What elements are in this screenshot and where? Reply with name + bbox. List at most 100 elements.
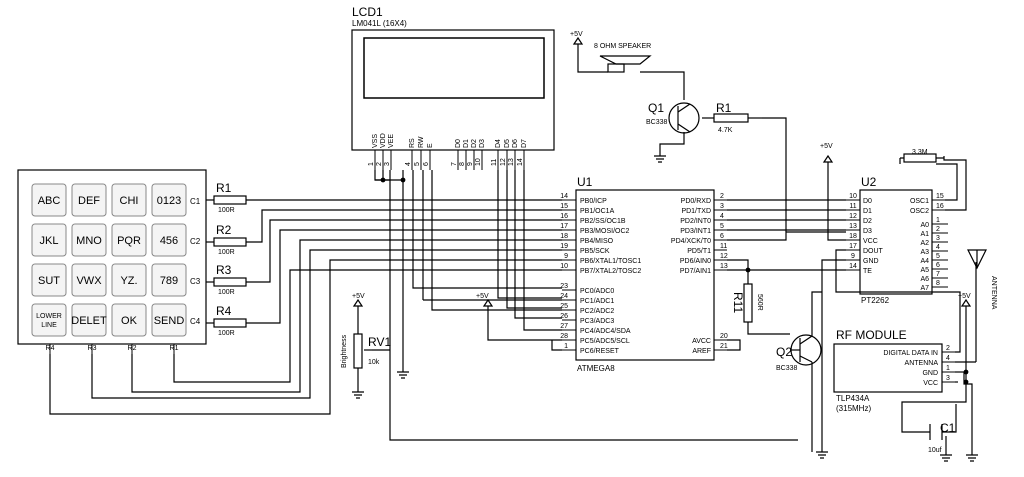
antenna: ANTENNA <box>967 249 997 310</box>
u1-pin-number: 23 <box>560 283 568 290</box>
lcd-pin-number: 2 <box>376 162 383 166</box>
lcd-pin-number: 5 <box>414 162 421 166</box>
rf-pin-name: ANTENNA <box>905 360 939 367</box>
u1-pin-name: PB7/XTAL2/TOSC2 <box>580 268 641 275</box>
lcd-pin-name: D7 <box>521 139 528 148</box>
keypad-key[interactable] <box>31 223 67 257</box>
avcc-power-label: +5V <box>476 293 489 300</box>
u2-pin-name: D1 <box>863 208 872 215</box>
u2-body <box>859 189 933 295</box>
osc-value: 3.3M <box>912 149 928 156</box>
keypad-key[interactable] <box>151 303 187 337</box>
keypad-key-label: PQR <box>117 235 141 247</box>
lcd-pin-number: 3 <box>384 162 391 166</box>
antenna-label: ANTENNA <box>990 276 997 310</box>
keypad-key[interactable] <box>71 303 107 337</box>
keypad-key-label: 0123 <box>157 195 181 207</box>
u2-pin-name: A7 <box>920 285 929 292</box>
keypad-key[interactable] <box>31 183 67 217</box>
keypad-key[interactable] <box>151 223 187 257</box>
lcd-pin-number: 13 <box>508 158 515 166</box>
lcd-pin-name: D1 <box>463 139 470 148</box>
keypad-key-label: DEF <box>78 195 100 207</box>
u1-pin-name: PD3/INT1 <box>680 228 711 235</box>
u1-pin-number: 10 <box>560 263 568 270</box>
wires <box>49 44 977 455</box>
c1-value: 10uf <box>928 447 942 454</box>
u1-pin-name: PD6/AIN0 <box>680 258 711 265</box>
u2-pin-name: GND <box>863 258 879 265</box>
keypad-key-label: SEND <box>154 315 185 327</box>
keypad-key[interactable] <box>71 183 107 217</box>
u1-pin-name: PC4/ADC4/SDA <box>580 328 631 335</box>
keypad-key-label: DELET <box>71 315 107 327</box>
r11-value: 560R <box>756 294 763 311</box>
r1-top-body <box>713 113 749 123</box>
u1-pin-number: 13 <box>720 263 728 270</box>
lcd-pin-number: 10 <box>475 158 482 166</box>
lcd-module: LCD1 LM041L (16X4) VSS1VDD2VEE3RS4RW5E6D… <box>351 5 555 170</box>
u1-pin-name: PB1/OC1A <box>580 208 615 215</box>
keypad-key[interactable] <box>111 223 147 257</box>
c1-ref: C1 <box>940 421 956 435</box>
lcd-pin-name: D5 <box>504 139 511 148</box>
keypad-key[interactable] <box>151 183 187 217</box>
keypad-row-label: C4 <box>190 317 201 326</box>
u1-body <box>575 189 715 361</box>
q2-part: BC338 <box>776 365 798 372</box>
u1-pin-name: PC5/ADC5/SCL <box>580 338 630 345</box>
u2-pin-name: A5 <box>920 267 929 274</box>
u1-pin-number: 1 <box>564 343 568 350</box>
u2-pin-number: 3 <box>936 235 940 242</box>
rf-pin-number: 4 <box>946 355 950 362</box>
speaker-body <box>607 63 625 73</box>
u2-ref: U2 <box>861 175 877 189</box>
u1-pin-number: 21 <box>720 343 728 350</box>
u1-atmega8: U1 ATMEGA8 14PB0/ICP15PB1/OC1A16PB2/SS/O… <box>560 175 728 373</box>
rf-pin-name: VCC <box>923 380 938 387</box>
lcd-pin-number: 6 <box>423 162 430 166</box>
rf-power-label: +5V <box>958 293 971 300</box>
keypad-key[interactable] <box>71 223 107 257</box>
keypad-key[interactable] <box>111 303 147 337</box>
u2-pin-number: 7 <box>936 271 940 278</box>
u1-pin-number: 24 <box>560 293 568 300</box>
rf-power: +5V <box>958 293 972 307</box>
keypad-key-label: YZ. <box>120 275 137 287</box>
lcd-pin-name: D4 <box>495 139 502 148</box>
keypad-key[interactable] <box>111 263 147 297</box>
row-resistor-body <box>213 277 247 287</box>
u1-pin-name: PB6/XTAL1/TOSC1 <box>580 258 641 265</box>
u1-pin-name: AREF <box>692 348 711 355</box>
u2-pin-number: 4 <box>936 244 940 251</box>
r11-ref: R11 <box>731 292 745 313</box>
u2-pin-number: 2 <box>936 226 940 233</box>
keypad-key-label: 456 <box>160 235 178 247</box>
u1-pin-name: PB5/SCK <box>580 248 610 255</box>
keypad-key-label: 789 <box>160 275 178 287</box>
lcd-pin-number: 4 <box>405 162 412 166</box>
u1-pin-name: PD4/XCK/T0 <box>671 238 711 245</box>
row-resistor-value: 100R <box>218 249 235 256</box>
row-resistor-value: 100R <box>218 207 235 214</box>
u1-pin-name: AVCC <box>692 338 711 345</box>
lcd-pin-number: 1 <box>368 162 375 166</box>
speaker-cone <box>599 55 652 65</box>
keypad-key-label: SUT <box>38 275 60 287</box>
u2-pin-number: 13 <box>849 223 857 230</box>
u2-pin-name: OSC2 <box>910 208 929 215</box>
u1-pin-name: PD2/INT0 <box>680 218 711 225</box>
speaker-stage: +5V 8 OHM SPEAKER Q1 BC338 R1 4.7K <box>570 31 762 163</box>
rv1-potentiometer: +5V RV1 10k Brightness <box>341 293 391 399</box>
u2-pin-number: 1 <box>936 217 940 224</box>
keypad-key[interactable] <box>31 303 67 337</box>
keypad-key-label: JKL <box>40 235 59 247</box>
u1-pin-name: PC3/ADC3 <box>580 318 614 325</box>
lcd-pin-name: D3 <box>479 139 486 148</box>
keypad-key[interactable] <box>111 183 147 217</box>
keypad-key[interactable] <box>71 263 107 297</box>
keypad-key[interactable] <box>151 263 187 297</box>
keypad-key[interactable] <box>31 263 67 297</box>
rf-pin-name: DIGITAL DATA IN <box>883 350 938 357</box>
